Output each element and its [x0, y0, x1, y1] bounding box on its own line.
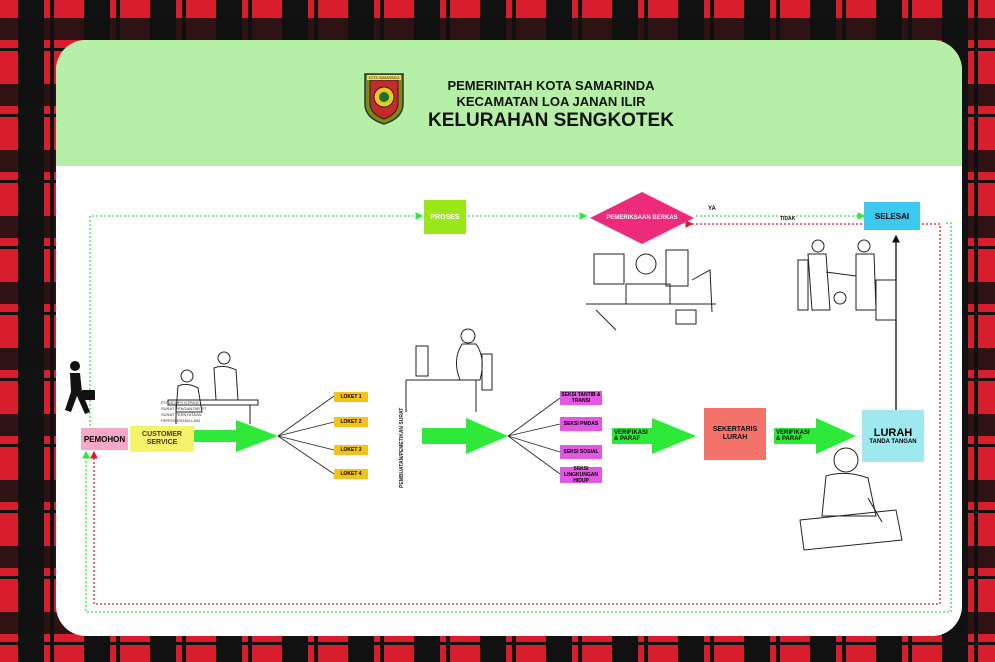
node-lurah: LURAH TANDA TANGAN — [862, 410, 924, 462]
pemeriksaan-diamond — [590, 192, 694, 244]
office-worker-illustration — [405, 328, 493, 412]
green-arrow-1 — [194, 420, 278, 452]
green-arrow-3 — [612, 418, 696, 454]
header-line-1: PEMERINTAH KOTA SAMARINDA — [447, 78, 655, 93]
tidak-label: TIDAK — [780, 216, 796, 222]
ya-label: YA — [708, 206, 716, 212]
pembuatan-surat-label: PEMBUATAN/PEMETIKAN SURAT — [399, 407, 405, 488]
node-selesai: SELESAI — [864, 202, 920, 230]
header-band: KOTA SAMARINDA PEMERINTAH KOTA SAMARINDA… — [56, 40, 962, 166]
fan-lines-seksi — [507, 397, 561, 475]
busy-clerk-illustration — [586, 249, 716, 331]
flow-connectors — [65, 192, 952, 613]
node-sekertaris-lurah: SEKERTARIS LURAH — [704, 408, 766, 460]
requirements-notes: FOTOCOPY KTP/KK SURAT PENGANTAR RT SURAT… — [161, 400, 206, 424]
lurah-title: LURAH — [873, 427, 913, 439]
node-customer-service: CUSTOMER SERVICE — [130, 426, 194, 452]
header-line-2: KECAMATAN LOA JANAN ILIR — [456, 94, 646, 109]
svg-text:KOTA SAMARINDA: KOTA SAMARINDA — [369, 76, 401, 80]
meeting-illustration — [167, 351, 259, 424]
handshake-illustration — [797, 239, 897, 321]
node-proses: PROSES — [424, 200, 466, 234]
plaid-thin-v — [50, 0, 54, 662]
flowchart-card: KOTA SAMARINDA PEMERINTAH KOTA SAMARINDA… — [56, 40, 962, 636]
node-loket-3: LOKET 3 — [334, 445, 368, 455]
note-line: PERSYARATAN LAIN — [161, 418, 200, 423]
verifikasi-label-1: VERIFIKASI & PARAF — [614, 430, 648, 442]
node-loket-4: LOKET 4 — [334, 469, 368, 479]
note-line: SURAT PERNYATAAN — [161, 412, 202, 417]
node-pemohon: PEMOHON — [81, 428, 128, 450]
node-pemeriksaan-berkas: PEMERIKSAAN BERKAS — [606, 214, 678, 221]
node-loket-2: LOKET 2 — [334, 417, 368, 427]
green-arrow-4 — [774, 418, 856, 454]
city-emblem-icon: KOTA SAMARINDA — [364, 73, 404, 125]
fan-lines-loket — [277, 395, 335, 475]
signing-man-illustration — [799, 447, 903, 551]
loop-to-proses — [89, 212, 424, 438]
plaid-thin-h — [0, 642, 995, 645]
verifikasi-label-2: VERIFIKASI & PARAF — [776, 430, 810, 442]
node-loket-1: LOKET 1 — [334, 392, 368, 402]
plaid-stripe-h — [0, 18, 995, 40]
lurah-subtitle: TANDA TANGAN — [869, 439, 917, 445]
walking-person-icon — [65, 361, 95, 414]
node-seksi-lingkungan: SEKSI LINGKUNGAN HIDUP — [560, 466, 602, 484]
note-line: FOTOCOPY KTP/KK — [161, 400, 199, 405]
green-arrow-2 — [422, 418, 508, 454]
header-title: PEMERINTAH KOTA SAMARINDA KECAMATAN LOA … — [428, 78, 674, 132]
plaid-thin-v — [974, 0, 978, 662]
note-line: SURAT PENGANTAR RT — [161, 406, 207, 411]
node-seksi-tantib: SEKSI TANTIB & TRANSI — [560, 391, 602, 405]
bottom-loop-red — [90, 223, 941, 605]
bottom-loop-green — [82, 222, 952, 613]
header-line-3: KELURAHAN SENGKOTEK — [428, 110, 674, 131]
node-seksi-pmdas: SEKSI PMDAS — [560, 417, 602, 431]
node-seksi-sosial: SEKSI SOSIAL — [560, 445, 602, 459]
